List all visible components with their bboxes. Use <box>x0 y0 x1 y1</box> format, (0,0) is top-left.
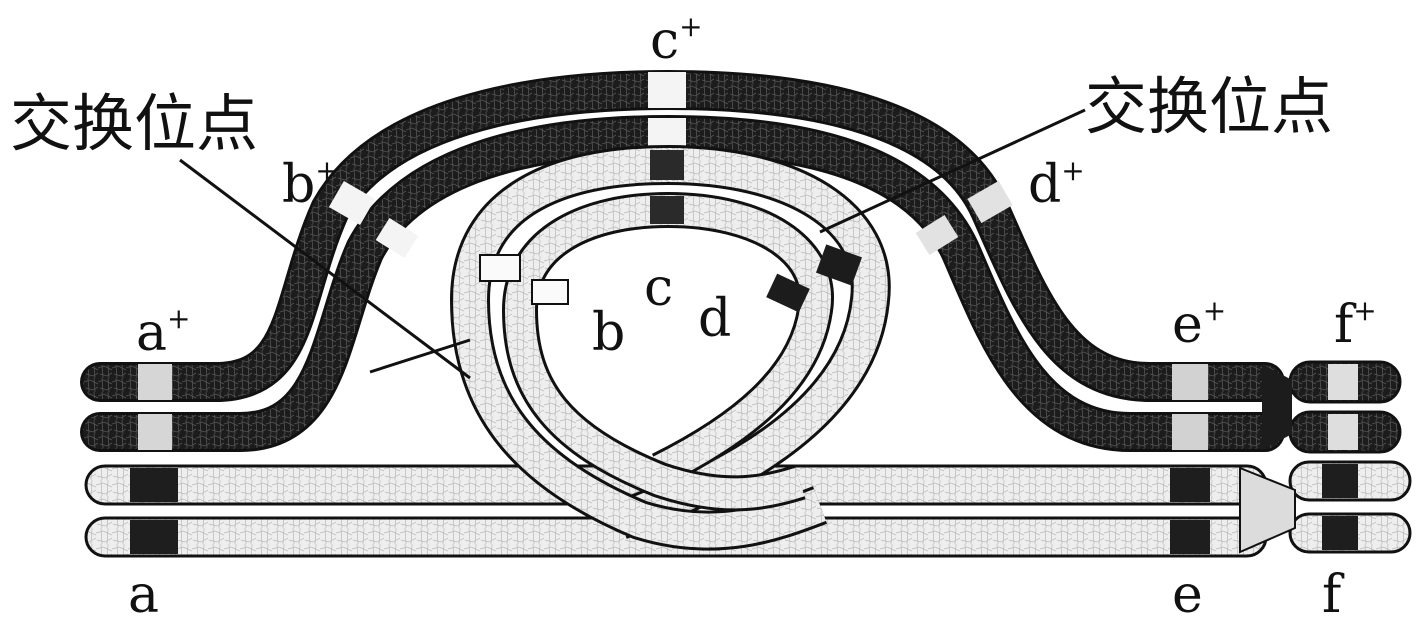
label-c: c <box>644 258 673 318</box>
label-a-plus: a+ <box>136 302 190 363</box>
band-d-loop-outer <box>816 244 862 286</box>
band-f-plus-outer <box>1328 364 1358 400</box>
upper-centromere <box>1262 364 1292 450</box>
crossover-pointer-left-2 <box>369 338 471 374</box>
lower-centromere <box>1239 466 1296 554</box>
band-e-plus-outer <box>1172 364 1208 400</box>
band-a-plus-inner <box>138 414 172 450</box>
band-d-plus-inner <box>915 214 959 256</box>
label-b: b <box>592 303 625 363</box>
crossover-label-left: 交换位点 <box>10 87 258 160</box>
band-c-plus-outer <box>648 72 686 108</box>
band-c-loop-outer <box>650 150 684 180</box>
band-e-plus-inner <box>1172 414 1208 450</box>
band-d-plus-outer <box>967 180 1013 224</box>
label-f-plus: f+ <box>1334 294 1377 355</box>
label-f: f <box>1322 565 1345 625</box>
upper-chromosome <box>80 69 1402 454</box>
band-b-plus-inner <box>375 217 419 259</box>
label-e: e <box>1172 565 1203 625</box>
band-f-top <box>1322 464 1358 498</box>
label-b-plus: b+ <box>282 154 339 215</box>
lower-chromosome <box>84 144 1412 558</box>
band-a-plus-outer <box>138 364 172 400</box>
band-b-loop-inner <box>531 279 569 305</box>
crossover-pointer-right <box>819 108 1086 234</box>
label-e-plus: e+ <box>1172 294 1226 355</box>
crossover-pointer-left <box>179 158 471 380</box>
label-c-plus: c+ <box>650 10 703 71</box>
band-f-plus-inner <box>1328 414 1358 450</box>
crossover-label-right: 交换位点 <box>1085 70 1333 143</box>
label-d-plus: d+ <box>1028 154 1085 215</box>
label-d: d <box>698 289 731 349</box>
band-a-top <box>130 468 178 502</box>
band-d-loop-inner <box>766 273 810 313</box>
band-b-plus-outer <box>328 181 376 225</box>
band-e-top <box>1170 468 1210 502</box>
band-b-loop-outer <box>479 254 521 282</box>
band-c-loop-inner <box>650 196 684 224</box>
band-a-bottom <box>130 520 178 554</box>
label-a: a <box>128 565 159 625</box>
band-e-bottom <box>1170 520 1210 554</box>
band-f-bottom <box>1322 516 1358 550</box>
